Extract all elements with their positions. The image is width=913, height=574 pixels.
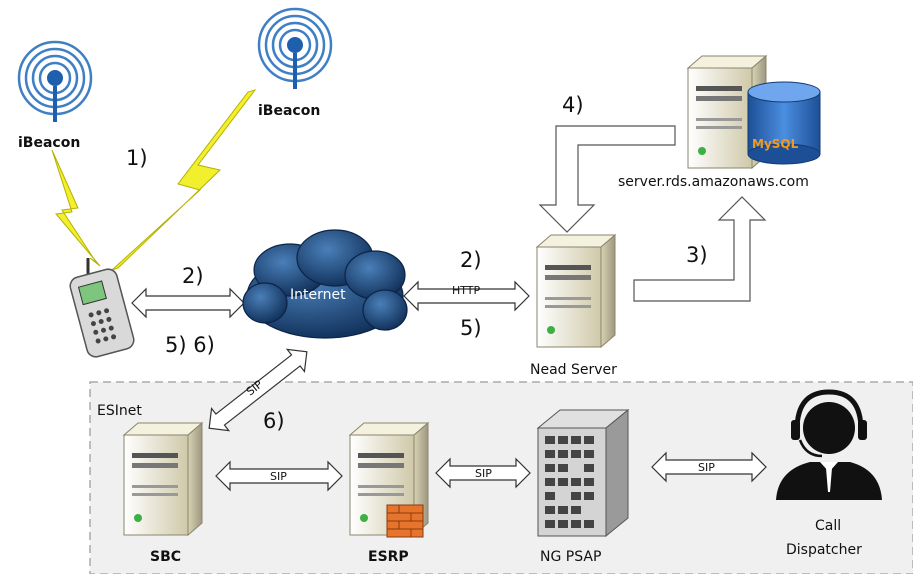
esinet-label: ESInet xyxy=(97,403,142,419)
step-3-label: 3) xyxy=(686,243,708,267)
ng-psap-icon xyxy=(536,408,630,538)
internet-cloud-icon xyxy=(242,229,408,339)
db-host-label: server.rds.amazonaws.com xyxy=(618,174,809,190)
lightning-bolt-2 xyxy=(111,89,257,271)
step-3-arrow xyxy=(633,196,767,302)
sbc-label: SBC xyxy=(150,549,181,565)
esrp-psap-arrow xyxy=(435,457,531,489)
mysql-logo: MySQL xyxy=(752,137,799,151)
sip-esrp-psap-label: SIP xyxy=(475,467,492,480)
sbc-esrp-arrow xyxy=(215,460,343,492)
dispatcher-label-line2: Dispatcher xyxy=(786,542,862,558)
step-2-phone-label: 2) xyxy=(182,264,204,288)
step-1-label: 1) xyxy=(126,146,148,170)
sip-psap-dispatcher-label: SIP xyxy=(698,461,715,474)
firewall-icon xyxy=(386,504,424,538)
http-label: HTTP xyxy=(452,284,481,297)
ng-psap-label: NG PSAP xyxy=(540,549,601,565)
ibeacon-label-2: iBeacon xyxy=(258,103,320,119)
psap-dispatcher-arrow xyxy=(651,451,767,483)
internet-server-arrow xyxy=(403,280,530,312)
phone-internet-arrow xyxy=(131,287,245,319)
ibeacon-label-1: iBeacon xyxy=(18,135,80,151)
mysql-database-icon xyxy=(747,81,821,165)
step-2-server-label: 2) xyxy=(460,248,482,272)
step-4-arrow xyxy=(538,125,676,233)
sbc-server-icon xyxy=(123,422,203,536)
nead-server-icon xyxy=(536,234,616,348)
ibeacon-icon-2 xyxy=(257,7,333,91)
internet-label: Internet xyxy=(290,287,346,303)
step-4-label: 4) xyxy=(562,93,584,117)
call-dispatcher-icon xyxy=(776,389,882,500)
nead-server-label: Nead Server xyxy=(530,362,617,378)
step-5-6-phone-label: 5) 6) xyxy=(165,333,215,357)
step-5-server-label: 5) xyxy=(460,316,482,340)
lightning-bolt-1 xyxy=(51,149,101,267)
dispatcher-label-line1: Call xyxy=(815,518,841,534)
mobile-phone-icon xyxy=(69,258,135,358)
step-6-label: 6) xyxy=(263,409,285,433)
ibeacon-icon-1 xyxy=(17,40,93,124)
sip-sbc-esrp-label: SIP xyxy=(270,470,287,483)
internet-sbc-sip-arrow xyxy=(208,348,308,432)
esrp-label: ESRP xyxy=(368,549,409,565)
